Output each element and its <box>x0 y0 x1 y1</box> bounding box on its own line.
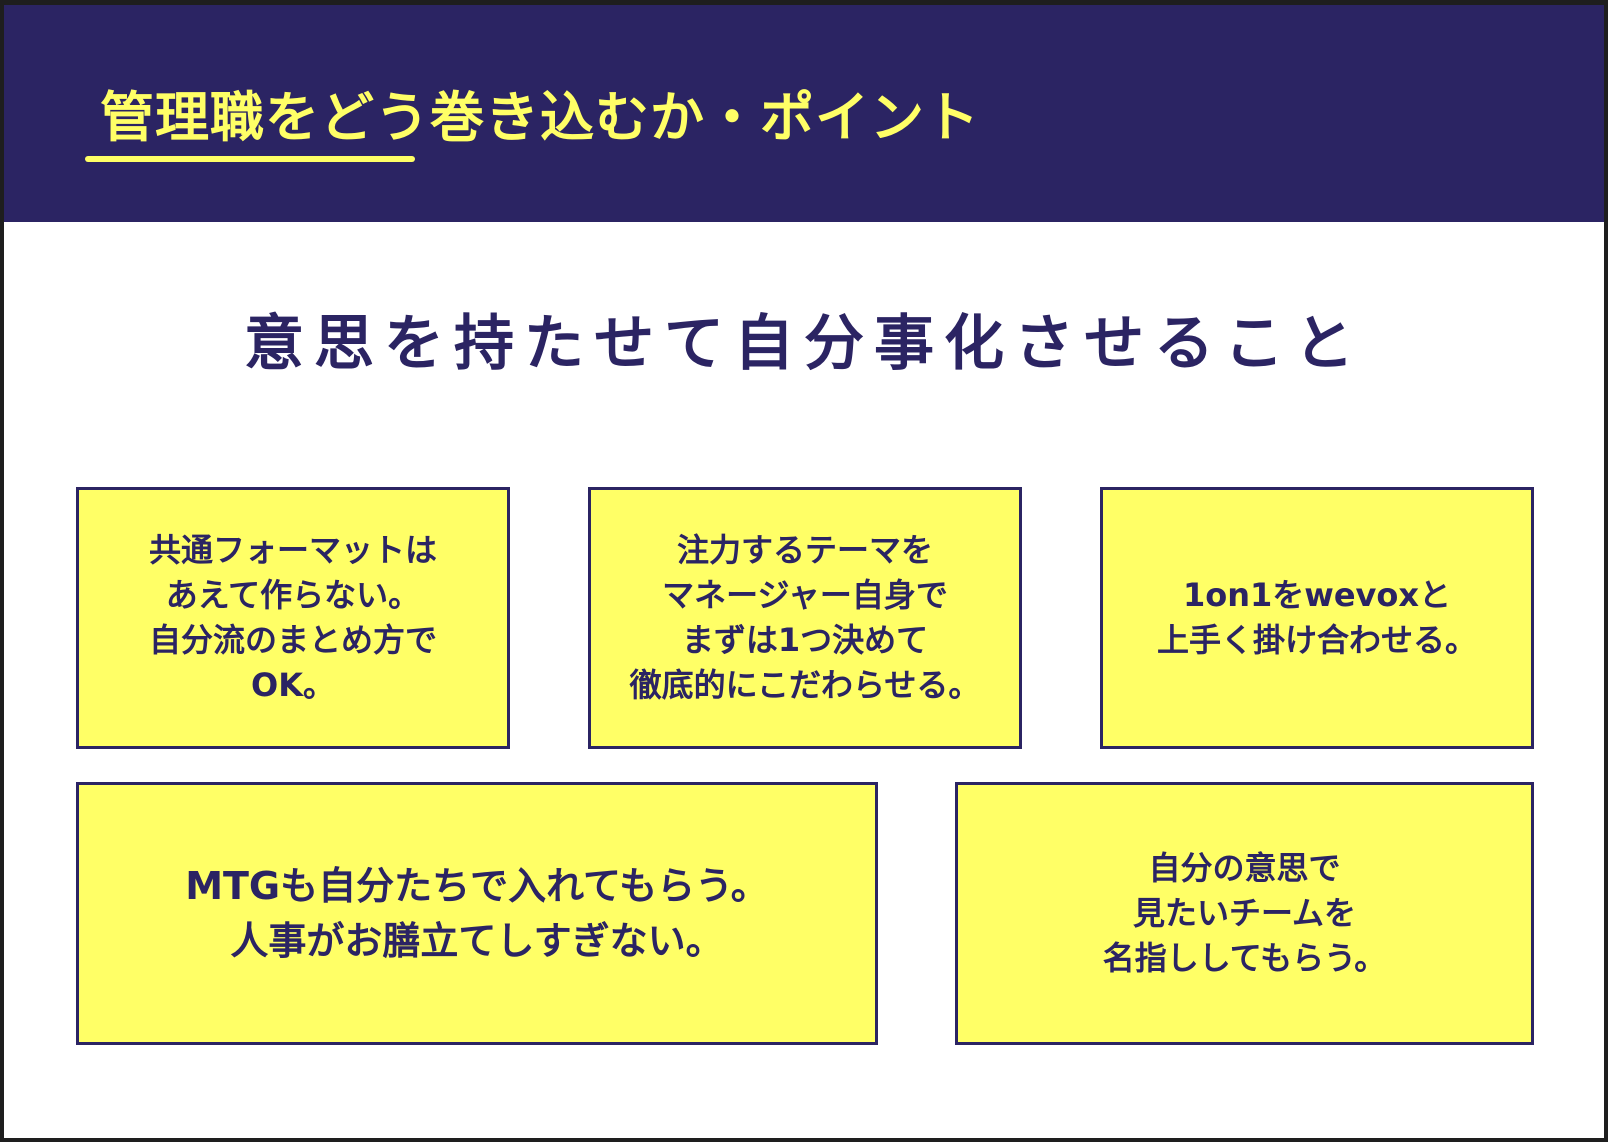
title-underline <box>85 156 415 162</box>
key-message: 意思を持たせて自分事化させること <box>244 309 1364 379</box>
point-card: 注力するテーマを マネージャー自身で まずは1つ決めて 徹底的にこだわらせる。 <box>588 487 1022 749</box>
point-card: 自分の意思で 見たいチームを 名指ししてもらう。 <box>955 782 1534 1045</box>
slide-title: 管理職をどう巻き込むか・ポイント <box>100 86 980 149</box>
point-card: 共通フォーマットは あえて作らない。 自分流のまとめ方で OK。 <box>76 487 510 749</box>
header-band: 管理職をどう巻き込むか・ポイント <box>4 5 1604 222</box>
point-card: 1on1をwevoxと 上手く掛け合わせる。 <box>1100 487 1534 749</box>
slide: 管理職をどう巻き込むか・ポイント 意思を持たせて自分事化させること 共通フォーマ… <box>4 5 1604 1138</box>
point-card: MTGも自分たちで入れてもらう。 人事がお膳立てしすぎない。 <box>76 782 878 1045</box>
